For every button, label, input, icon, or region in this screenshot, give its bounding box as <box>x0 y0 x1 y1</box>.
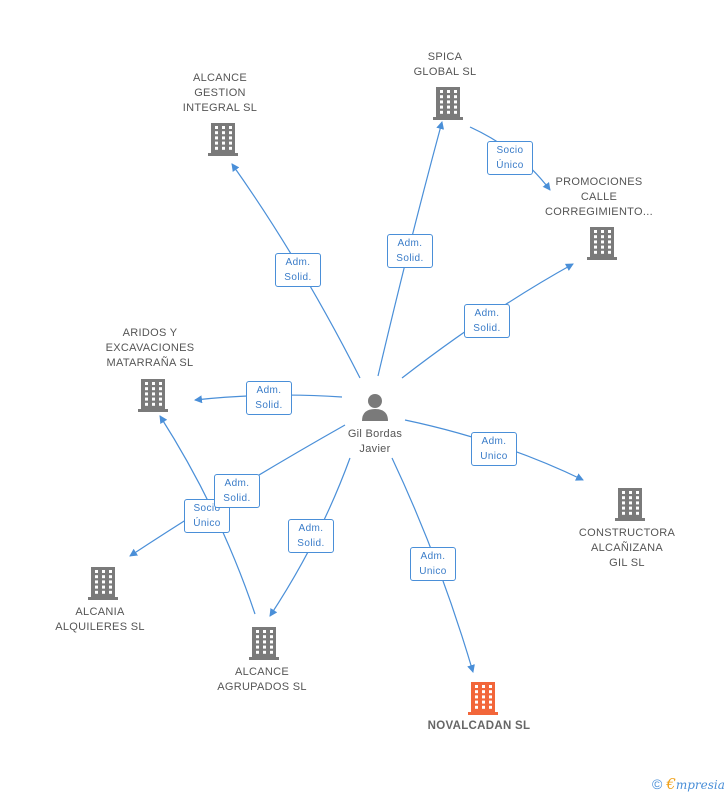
relation-label[interactable]: Adm.Solid. <box>288 519 334 553</box>
building-icon[interactable] <box>587 226 617 265</box>
building-icon[interactable] <box>138 378 168 417</box>
building-icon[interactable] <box>433 86 463 125</box>
person-name-label[interactable]: Gil Bordas Javier <box>347 428 403 455</box>
company-label-spica[interactable]: SPICA GLOBAL SL <box>413 51 477 78</box>
company-label-constructora[interactable]: CONSTRUCTORA ALCAÑIZANA GIL SL <box>578 527 676 569</box>
company-label-alcance-agrupados[interactable]: ALCANCE AGRUPADOS SL <box>217 666 307 693</box>
relation-label[interactable]: Adm.Solid. <box>214 474 260 508</box>
relation-label[interactable]: Adm.Unico <box>410 547 456 581</box>
copyright-icon: © <box>652 776 663 792</box>
relation-label[interactable]: Adm.Unico <box>471 432 517 466</box>
building-icon[interactable] <box>88 566 118 605</box>
building-icon[interactable] <box>249 626 279 665</box>
company-label-promociones[interactable]: PROMOCIONES CALLE CORREGIMIENTO... <box>545 176 653 218</box>
relation-label[interactable]: Adm.Solid. <box>246 381 292 415</box>
company-label-alcania[interactable]: ALCANIA ALQUILERES SL <box>55 606 145 633</box>
footer-brand[interactable]: © €mpresia <box>652 775 725 793</box>
relation-label[interactable]: Adm.Solid. <box>275 253 321 287</box>
relation-label[interactable]: Adm.Solid. <box>464 304 510 338</box>
brand-logo: €mpresia <box>666 775 725 793</box>
building-icon[interactable] <box>615 487 645 526</box>
company-label-aridos[interactable]: ARIDOS Y EXCAVACIONES MATARRAÑA SL <box>105 327 195 369</box>
relation-label[interactable]: Adm.Solid. <box>387 234 433 268</box>
person-icon[interactable] <box>360 392 390 422</box>
building-icon-focus[interactable] <box>468 681 498 720</box>
building-icon[interactable] <box>208 122 238 161</box>
company-label-alcance-gestion[interactable]: ALCANCE GESTION INTEGRAL SL <box>182 72 258 114</box>
company-label-novalcadan[interactable]: NOVALCADAN SL <box>427 720 531 732</box>
